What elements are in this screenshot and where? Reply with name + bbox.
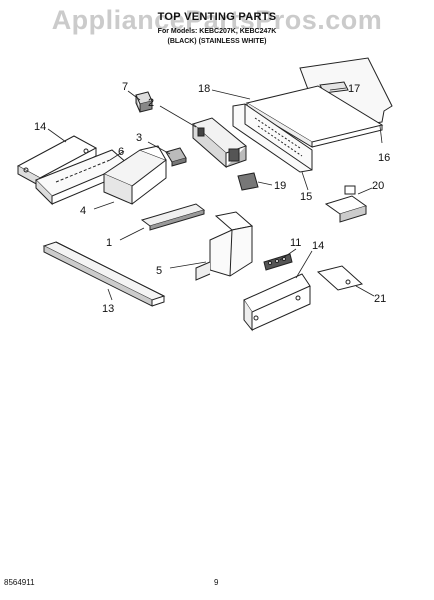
callout-20: 20	[372, 180, 384, 192]
models-color-line: (BLACK) (STAINLESS WHITE)	[167, 38, 267, 45]
page-title: TOP VENTING PARTS	[157, 11, 277, 23]
callout-17: 17	[348, 83, 360, 95]
document-number: 8564911	[4, 578, 35, 587]
callout-16: 16	[378, 152, 390, 164]
part-3-connector	[165, 147, 187, 167]
part-1-filter-bar	[140, 203, 206, 231]
callout-7: 7	[122, 81, 128, 93]
callout-14-left: 14	[34, 121, 46, 133]
callout-19: 19	[274, 180, 286, 192]
callout-3: 3	[136, 132, 142, 144]
part-13-trim-strip	[42, 241, 166, 307]
callout-11: 11	[290, 237, 301, 249]
part-5-blower-housing	[195, 211, 254, 281]
page-number: 9	[214, 578, 219, 587]
callout-2: 2	[148, 97, 154, 109]
part-21-plate	[316, 265, 364, 291]
part-20-clip	[324, 185, 368, 223]
callout-1: 1	[106, 237, 112, 249]
callout-18: 18	[198, 83, 210, 95]
callout-5: 5	[156, 265, 162, 277]
callout-13: 13	[102, 303, 114, 315]
part-14-right-bracket	[243, 273, 311, 332]
part-7-switch	[135, 91, 153, 113]
callout-21: 21	[374, 293, 386, 305]
callout-6: 6	[118, 146, 124, 158]
callout-14-right: 14	[312, 240, 324, 252]
models-line: For Models: KEBC207K, KEBC247K	[157, 28, 277, 35]
callout-15: 15	[300, 191, 312, 203]
part-15-vent-duct	[232, 103, 313, 173]
part-11-terminal-block	[263, 253, 293, 271]
callout-4: 4	[80, 205, 86, 217]
part-4-duct	[102, 145, 168, 205]
part-19-pad	[237, 172, 259, 191]
part-2-blower-motor	[192, 117, 248, 169]
leader-lines	[47, 87, 383, 301]
